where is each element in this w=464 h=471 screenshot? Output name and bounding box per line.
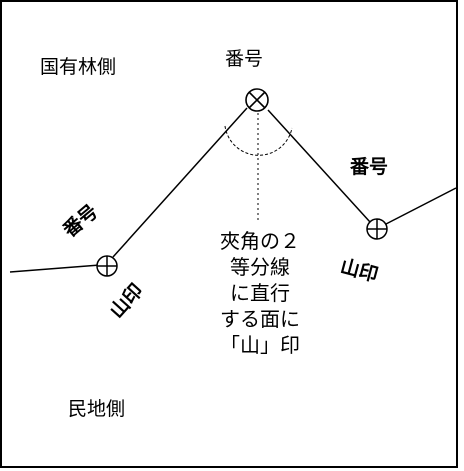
note-line: 夾角の２ [220,229,300,253]
boundary-marker-left-icon [96,255,118,277]
number-label-top: 番号 [225,48,264,70]
number-label-right: 番号 [350,156,389,178]
boundary-line-left-outer [9,264,101,273]
boundary-marker-right-icon [366,218,388,240]
note-line: する面に [220,307,300,331]
note-line: 「山」印 [220,333,300,357]
private-land-side-label: 民地側 [68,398,126,420]
boundary-line-right-slope [267,109,371,223]
note-line: 等分線 [230,255,290,279]
angle-arc [224,125,293,156]
bisector-note: 夾角の２ 等分線 に直行 する面に 「山」印 [186,228,334,358]
national-forest-side-label: 国有林側 [40,56,117,78]
boundary-line-left-slope [112,107,248,258]
boundary-line-right-outer [385,187,457,225]
note-line: に直行 [230,281,290,305]
boundary-marker-top-icon [245,88,269,112]
